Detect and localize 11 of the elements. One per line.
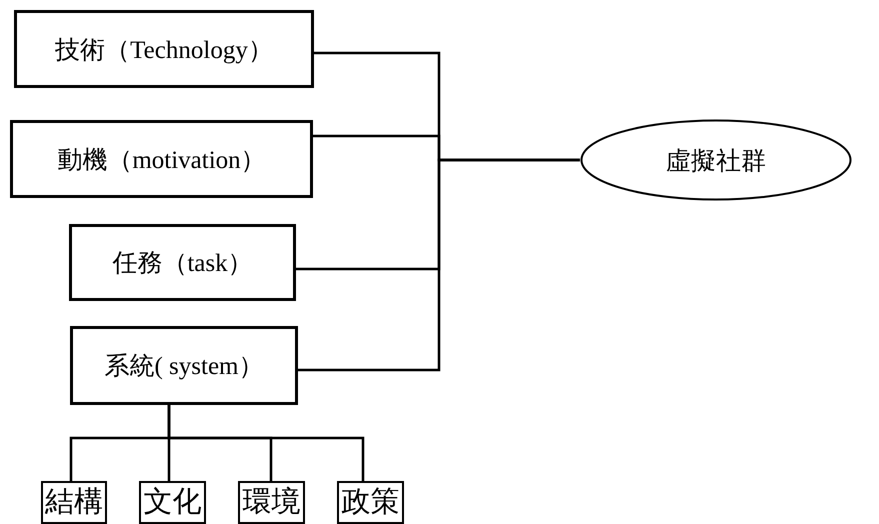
sub-factor-box: 文化 [139,481,206,524]
connector-line [168,405,364,481]
sub-factor-box: 政策 [337,481,404,524]
sub-factor-box: 結構 [41,481,107,524]
connector-line [298,158,580,372]
sub-factor-box: 環境 [238,481,305,524]
factor-box: 動機（motivation） [10,120,313,198]
factor-box: 系統( system） [70,326,298,405]
factor-box: 任務（task） [69,224,296,301]
factor-box: 技術（Technology） [14,10,314,88]
ellipse-label: 虛擬社群 [666,146,766,176]
